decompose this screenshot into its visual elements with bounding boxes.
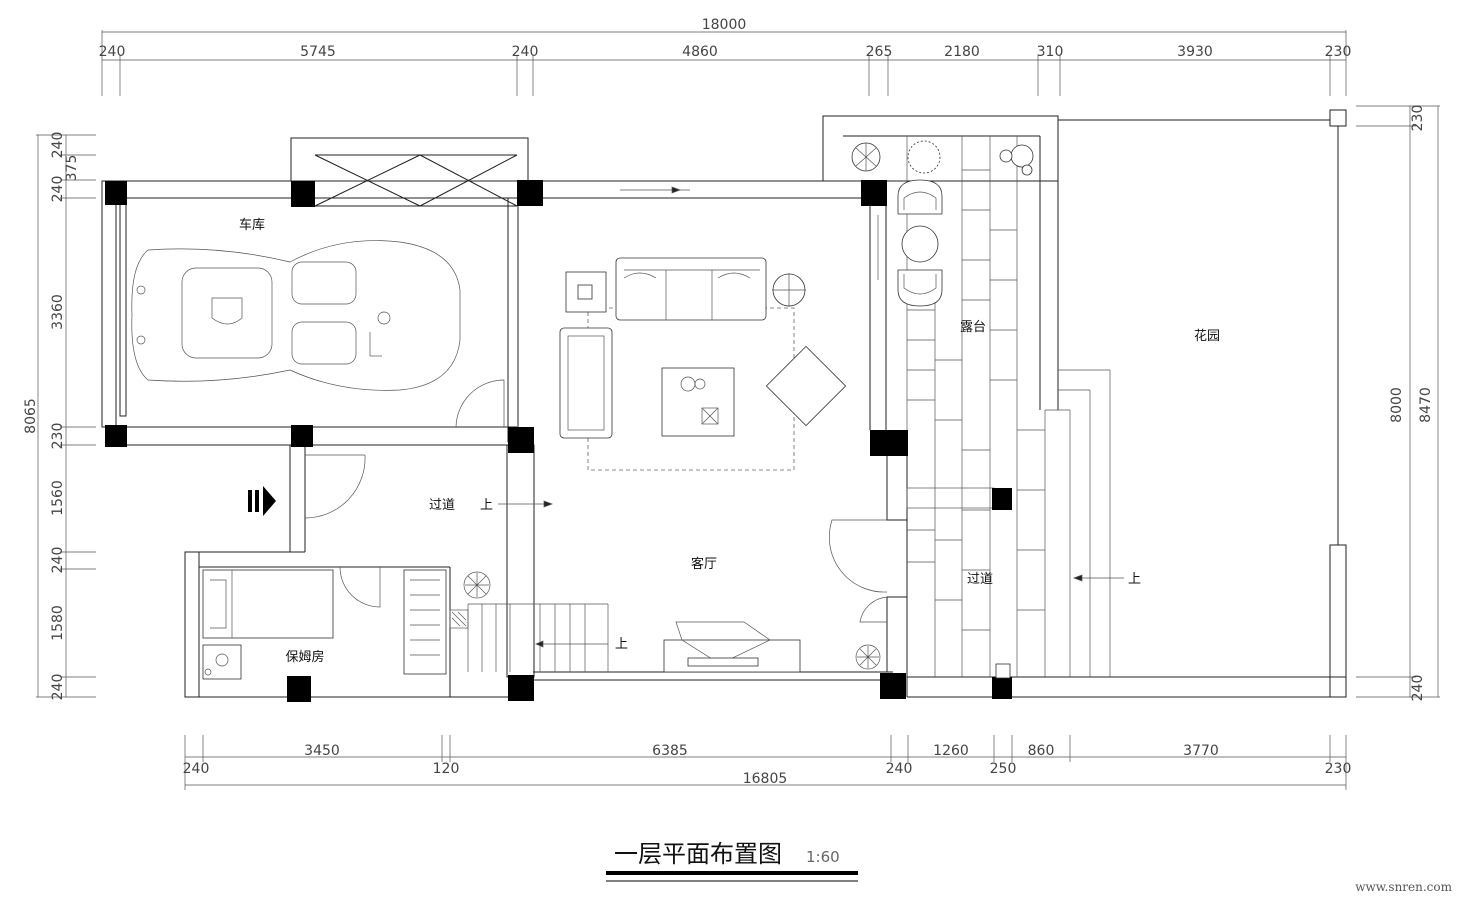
- room-label-corridor-right: 过道: [967, 572, 993, 587]
- dim-bottom-1: 3450: [304, 743, 340, 759]
- dim-top-9: 230: [1325, 44, 1352, 60]
- dim-left-2: 375: [64, 155, 80, 182]
- dim-left-1: 240: [50, 132, 66, 159]
- terrace-table: [901, 225, 939, 263]
- column: [861, 180, 887, 206]
- armchair: [559, 327, 613, 439]
- dim-top-5: 265: [866, 44, 893, 60]
- dim-left-total: 8065: [23, 398, 39, 434]
- decorative-plants: [463, 571, 881, 670]
- dim-bottom-10: 230: [1325, 761, 1352, 777]
- column: [517, 180, 543, 206]
- stair-up-label: 上: [615, 637, 628, 652]
- entrance-arrow-icon: [248, 486, 276, 516]
- dim-right-total: 8470: [1418, 387, 1434, 423]
- walls: [101, 109, 1347, 698]
- plant-icon: [463, 571, 491, 599]
- room-label-terrace: 露台: [960, 320, 986, 335]
- dim-right-1: 230: [1410, 105, 1426, 132]
- dim-bottom-total: 16805: [743, 771, 788, 787]
- left-dimension-chain: 8065 240 375 240 3360 230 1560 240 1580 …: [23, 132, 96, 701]
- dim-bottom-7: 120: [433, 761, 460, 777]
- living-furniture: [559, 257, 847, 673]
- dim-bottom-2: 6385: [652, 743, 688, 759]
- column: [287, 676, 311, 702]
- column: [508, 427, 534, 453]
- dim-top-2: 5745: [300, 44, 336, 60]
- column: [291, 181, 315, 207]
- dim-right-2: 8000: [1389, 387, 1405, 423]
- terrace-arrow: [1073, 574, 1124, 582]
- bed: [202, 569, 334, 639]
- corridor-up-label: 上: [480, 498, 493, 513]
- dim-top-3: 240: [512, 44, 539, 60]
- column: [880, 673, 906, 699]
- dim-top-6: 2180: [944, 44, 980, 60]
- wardrobe: [403, 569, 447, 675]
- dim-bottom-3: 1260: [933, 743, 969, 759]
- sliding-door: [620, 186, 879, 280]
- column: [992, 488, 1012, 510]
- column: [105, 181, 127, 205]
- room-label-garage: 车库: [239, 217, 265, 233]
- coffee-table: [661, 367, 735, 437]
- top-dimension-chain: 18000 240 5745 240 4860 265 2180 310 393…: [99, 17, 1352, 96]
- column: [992, 677, 1012, 699]
- dim-top-7: 310: [1037, 44, 1064, 60]
- column: [508, 675, 534, 701]
- dim-bottom-4: 860: [1028, 743, 1055, 759]
- room-label-corridor-left: 过道: [429, 498, 455, 513]
- dim-right-3: 240: [1410, 675, 1426, 702]
- dim-bottom-8: 240: [886, 761, 913, 777]
- plant-icon: [1010, 144, 1034, 168]
- plant-icon: [855, 644, 881, 670]
- dim-left-7: 240: [50, 547, 66, 574]
- dim-top-8: 3930: [1177, 44, 1213, 60]
- dim-left-4: 3360: [50, 294, 66, 330]
- column: [105, 425, 127, 447]
- dim-top-1: 240: [99, 44, 126, 60]
- room-label-maid-room: 保姆房: [285, 649, 324, 665]
- dim-bottom-6: 240: [183, 761, 210, 777]
- column: [291, 425, 313, 447]
- dim-top-total: 18000: [702, 17, 747, 33]
- terrace-up-label: 上: [1128, 572, 1141, 587]
- dim-left-6: 1560: [50, 480, 66, 516]
- dim-bottom-5: 3770: [1183, 743, 1219, 759]
- car-icon: [131, 240, 461, 391]
- watermark: www.snren.com: [1355, 880, 1452, 894]
- terrace-tiles: [906, 136, 1111, 677]
- lounge-chair: [765, 345, 847, 427]
- right-dimension-chain: 230 8000 8470 240: [1356, 105, 1440, 702]
- dim-bottom-9: 250: [990, 761, 1017, 777]
- room-label-garden: 花园: [1194, 328, 1220, 344]
- drawing-scale: 1:60: [806, 848, 840, 866]
- bottom-dimension-chain: 3450 6385 1260 860 3770 240 120 240 250 …: [183, 735, 1352, 790]
- terrace-chair: [897, 179, 943, 215]
- terrace-furniture: [851, 140, 1034, 679]
- drawing-title-block: 一层平面布置图 1:60: [606, 840, 858, 882]
- dim-left-5: 230: [50, 423, 66, 450]
- tv-cabinet: [663, 639, 801, 673]
- terrace-chair: [897, 269, 943, 307]
- nightstand: [202, 644, 242, 680]
- dim-left-9: 240: [50, 674, 66, 701]
- dim-left-3: 240: [50, 176, 66, 203]
- drawing-title: 一层平面布置图: [614, 840, 782, 868]
- corridor-arrow: [498, 500, 553, 508]
- room-label-living-room: 客厅: [691, 556, 717, 572]
- structural-columns: [105, 180, 1012, 702]
- staircase: [449, 603, 609, 672]
- dim-left-8: 1580: [50, 605, 66, 641]
- column: [870, 430, 908, 456]
- sofa: [615, 257, 767, 321]
- plant-icon: [907, 140, 941, 174]
- maid-room-furniture: [202, 569, 447, 680]
- dim-top-4: 4860: [682, 44, 718, 60]
